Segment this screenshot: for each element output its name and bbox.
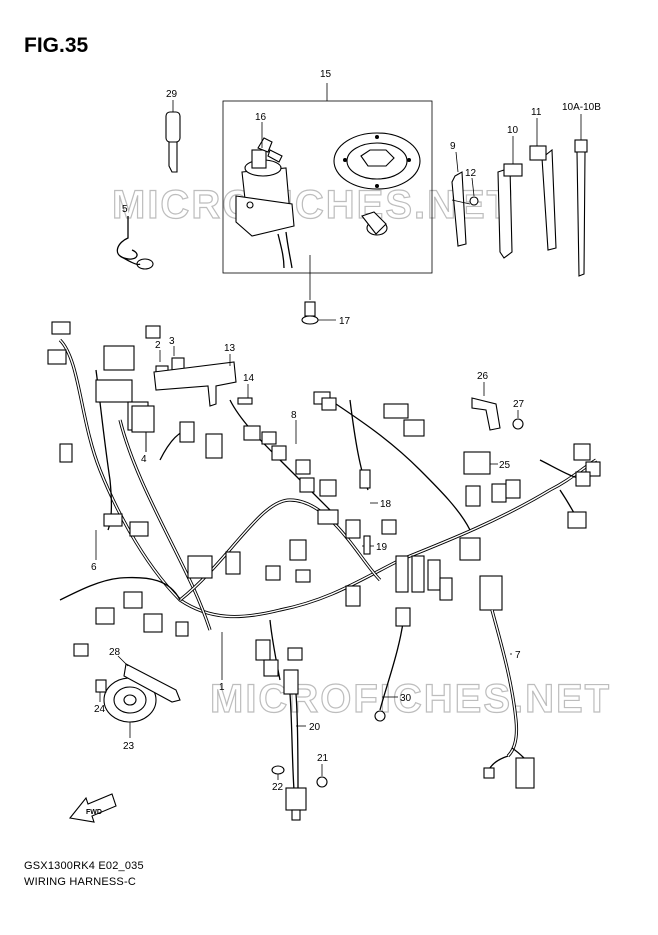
- callout-8: 8: [291, 410, 297, 421]
- watermark-bottom: MICROFICHES.NET: [210, 677, 611, 721]
- seat-lock-cylinder: [361, 211, 388, 236]
- callout-29: 29: [166, 89, 178, 100]
- spring-5: [116, 216, 154, 270]
- clamp-10: [497, 163, 523, 259]
- bracket-13: [153, 361, 237, 407]
- washer-22: [271, 765, 285, 775]
- callout-13: 13: [224, 343, 236, 354]
- callout-10a-10b: 10A-10B: [562, 102, 601, 113]
- screw-12: [469, 196, 479, 206]
- callout-18: 18: [380, 499, 392, 510]
- callout-24: 24: [94, 704, 106, 715]
- callout-27: 27: [513, 399, 525, 410]
- bolt-17: [301, 301, 319, 325]
- relay-4: [131, 405, 155, 452]
- forward-arrow-icon: FWD: [68, 793, 117, 823]
- callout-16: 16: [255, 112, 267, 123]
- leader-9: [455, 151, 459, 173]
- callout-14: 14: [243, 373, 255, 384]
- callout-20: 20: [309, 722, 321, 733]
- callout-3: 3: [169, 336, 175, 347]
- screw-14: [237, 397, 253, 405]
- sensor-lead-20: [283, 669, 299, 791]
- lock-set-box: [222, 100, 433, 274]
- ignition-switch: [235, 137, 295, 269]
- direction-label: FWD: [86, 809, 102, 816]
- fuel-tank-cap: [333, 132, 421, 190]
- callout-15: 15: [320, 69, 332, 80]
- callout-7: 7: [515, 650, 521, 661]
- leader-12: [471, 177, 475, 197]
- key-29: [165, 111, 181, 173]
- callout-11: 11: [531, 107, 542, 118]
- watermark-top: MICROFICHES.NET: [112, 183, 513, 227]
- callout-9: 9: [450, 141, 456, 152]
- model-code: GSX1300RK4 E02_035: [24, 860, 144, 872]
- callout-2: 2: [155, 340, 161, 351]
- callout-26: 26: [477, 371, 489, 382]
- connectors-right: [313, 391, 601, 627]
- bolt-21: [316, 776, 328, 788]
- callout-6: 6: [91, 562, 97, 573]
- bracket-26: [471, 397, 501, 431]
- fuse-19: [363, 535, 371, 555]
- callout-22: 22: [272, 782, 284, 793]
- ground-lead-30: [374, 710, 386, 722]
- callout-30: 30: [400, 693, 412, 704]
- callout-10: 10: [507, 125, 519, 136]
- sensor-22: [285, 787, 307, 821]
- horn-bracket-28: [123, 663, 181, 703]
- cable-tie-10a-10b: [574, 139, 588, 277]
- callout-23: 23: [123, 741, 135, 752]
- callout-5: 5: [122, 204, 128, 215]
- callout-4: 4: [141, 454, 147, 465]
- bolt-24: [95, 679, 107, 693]
- callout-17: 17: [339, 316, 351, 327]
- section-name: WIRING HARNESS-C: [24, 876, 136, 888]
- callout-12: 12: [465, 168, 477, 179]
- leader-28: [117, 655, 129, 667]
- figure-title: FIG.35: [24, 34, 89, 57]
- connectors-center: [73, 421, 339, 677]
- clamp-9: [451, 171, 471, 247]
- callout-21: 21: [317, 753, 329, 764]
- callout-1: 1: [219, 682, 225, 693]
- horn-23: [103, 677, 157, 723]
- screw-27: [512, 418, 524, 430]
- clamp-11: [529, 145, 557, 251]
- sub-harness-7: [479, 575, 535, 789]
- callout-28: 28: [109, 647, 121, 658]
- cover-25: [463, 451, 491, 475]
- callout-19: 19: [376, 542, 388, 553]
- callout-25: 25: [499, 460, 511, 471]
